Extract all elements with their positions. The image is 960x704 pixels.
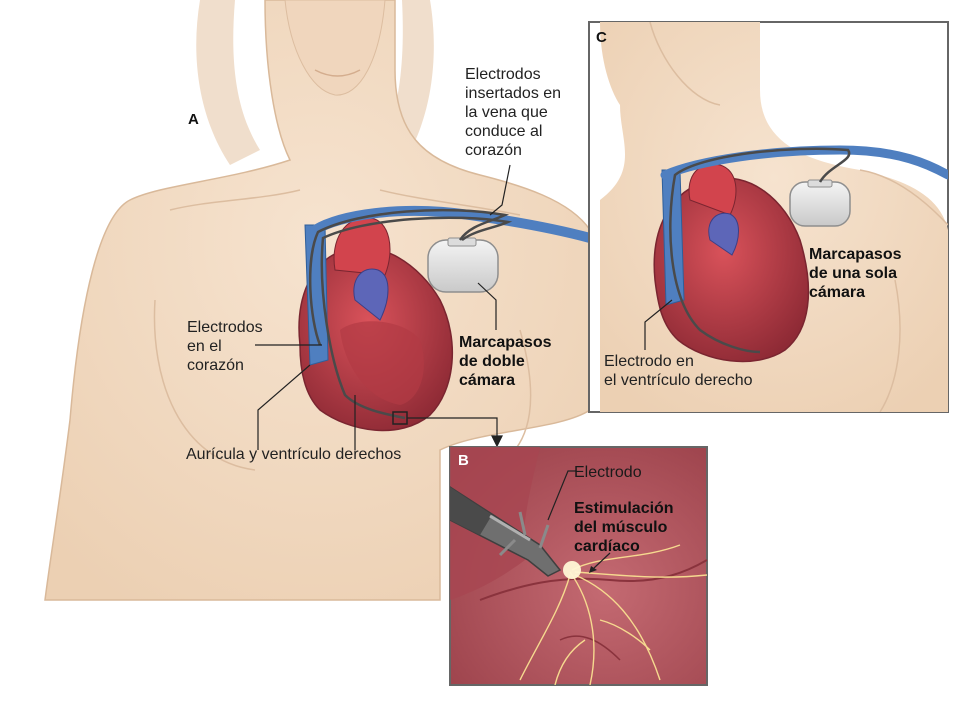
panel-b-illustration xyxy=(450,447,707,685)
panel-c-letter: C xyxy=(596,29,607,46)
label-lead-right-ventricle: Electrodo en el ventrículo derecho xyxy=(604,353,753,389)
panel-c-illustration xyxy=(600,22,948,412)
panel-b-letter: B xyxy=(458,452,469,469)
dual-chamber-pacemaker xyxy=(427,237,499,293)
panel-a-heart xyxy=(298,217,454,432)
label-dual-chamber-pacemaker: Marcapasos de doble cámara xyxy=(459,334,552,389)
subclavian-vein-a xyxy=(310,206,595,243)
label-lead: Electrodo xyxy=(574,464,642,481)
leads-a xyxy=(308,208,513,420)
label-right-atrium-ventricle: Aurícula y ventrículo derechos xyxy=(186,446,402,463)
callout-lines-a xyxy=(255,164,511,450)
label-single-chamber-pacemaker: Marcapasos de una sola cámara xyxy=(809,246,902,301)
label-leads-in-heart: Electrodos en el corazón xyxy=(187,319,263,374)
label-muscle-stimulation: Estimulación del músculo cardíaco xyxy=(574,500,674,555)
label-leads-in-vein: Electrodos insertados en la vena que con… xyxy=(465,66,562,159)
panel-a-letter: A xyxy=(188,111,199,128)
